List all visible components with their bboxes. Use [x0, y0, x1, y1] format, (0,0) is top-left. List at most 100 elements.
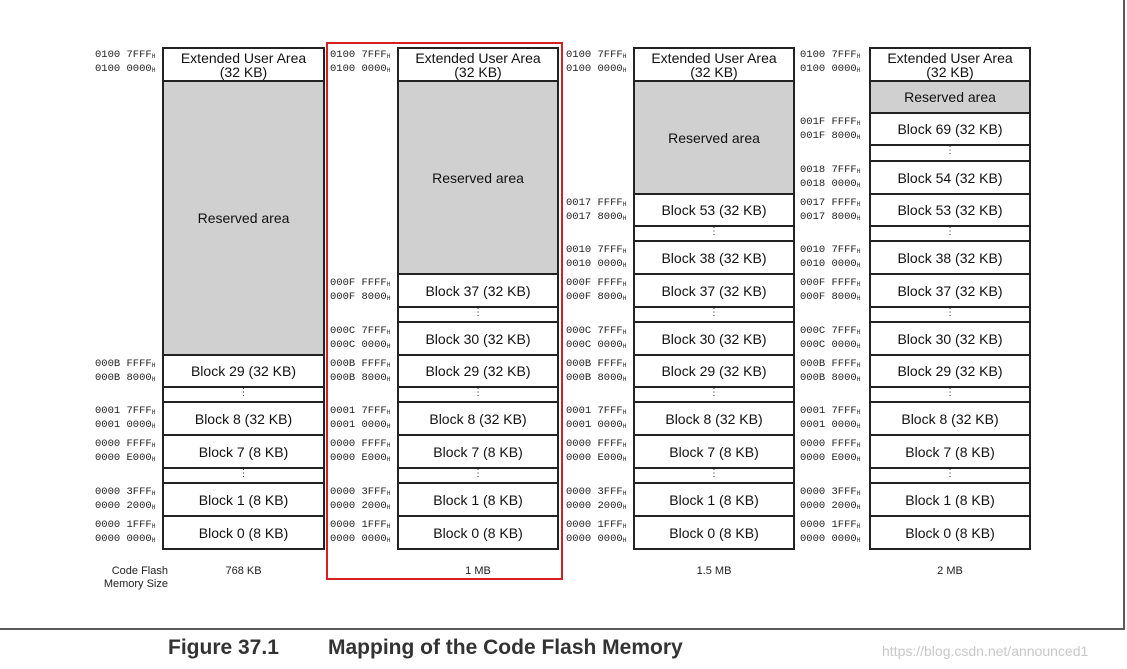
- block-label: Block 29 (32 KB): [190, 363, 297, 379]
- reserved-area-block: Reserved area: [397, 80, 559, 275]
- address-top: 0000 1FFFH: [566, 519, 627, 531]
- memory-block: Block 7 (8 KB): [869, 434, 1031, 469]
- address-top: 0000 FFFFH: [800, 438, 861, 450]
- block-label: Block 0 (8 KB): [669, 524, 759, 541]
- block-label: Block 54 (32 KB): [897, 169, 1003, 186]
- address-bottom: 000B 8000H: [95, 372, 156, 384]
- address-range: 0001 7FFFH 0001 0000H: [95, 405, 155, 433]
- block-label: Block 0 (8 KB): [433, 524, 523, 541]
- address-top: 0010 7FFFH: [800, 244, 861, 256]
- figure-frame: Code Flash Memory Size Extended User Are…: [0, 0, 1125, 630]
- address-top: 000C 7FFFH: [800, 325, 861, 337]
- block-label: Block 7 (8 KB): [198, 443, 289, 460]
- memory-block: Block 1 (8 KB): [633, 482, 795, 517]
- highlight-1mb-box: [326, 42, 563, 580]
- address-bottom: 0000 E000H: [330, 452, 391, 464]
- address-range: 0000 1FFFH 0000 0000H: [800, 519, 860, 547]
- address-bottom: 0001 0000H: [566, 419, 627, 431]
- address-range: 0010 7FFFH 0010 0000H: [800, 244, 860, 272]
- block-label: Block 53 (32 KB): [661, 202, 767, 218]
- memory-block: Block 53 (32 KB): [633, 193, 795, 227]
- reserved-area-block: Reserved area: [869, 80, 1031, 114]
- memory-block: Block 30 (32 KB): [633, 321, 795, 356]
- memory-block: Block 8 (32 KB): [397, 401, 559, 436]
- memory-block: Block 8 (32 KB): [869, 401, 1031, 436]
- address-top: 0000 3FFFH: [800, 486, 861, 498]
- address-top: 000F FFFFH: [330, 277, 391, 289]
- memory-block: Block 1 (8 KB): [162, 482, 325, 517]
- address-top: 0017 FFFFH: [566, 197, 627, 209]
- address-bottom: 000F 8000H: [330, 291, 391, 303]
- block-label: Block 1 (8 KB): [198, 491, 289, 508]
- block-label: Reserved area: [904, 89, 996, 105]
- block-label: Extended User Area (32 KB): [887, 49, 1013, 80]
- block-label: Extended User Area (32 KB): [651, 49, 777, 80]
- memory-block: Block 7 (8 KB): [633, 434, 795, 469]
- block-label: Block 1 (8 KB): [669, 491, 759, 508]
- memory-block: Block 38 (32 KB): [633, 240, 795, 275]
- address-bottom: 0100 0000H: [800, 63, 861, 75]
- memory-block: Block 8 (32 KB): [162, 401, 325, 436]
- figure-title: Mapping of the Code Flash Memory: [328, 636, 683, 659]
- memory-size-label: 1.5 MB: [696, 565, 732, 577]
- address-range: 0000 FFFFH 0000 E000H: [330, 438, 390, 466]
- address-top: 0000 3FFFH: [566, 486, 627, 498]
- address-bottom: 0100 0000H: [566, 63, 627, 75]
- address-bottom: 0000 0000H: [800, 533, 861, 545]
- address-bottom: 0017 8000H: [800, 211, 861, 223]
- address-bottom: 000C 0000H: [800, 339, 861, 351]
- address-top: 000B FFFFH: [800, 358, 861, 370]
- address-bottom: 0000 2000H: [330, 500, 391, 512]
- block-label: Reserved area: [432, 169, 524, 186]
- memory-block: Block 0 (8 KB): [869, 515, 1031, 550]
- block-label: Block 8 (32 KB): [901, 410, 999, 427]
- address-top: 0000 1FFFH: [800, 519, 861, 531]
- block-label: Block 29 (32 KB): [897, 363, 1003, 379]
- address-top: 0100 7FFFH: [800, 49, 861, 61]
- block-label: Block 69 (32 KB): [897, 121, 1003, 137]
- address-bottom: 0001 0000H: [95, 419, 156, 431]
- address-top: 000C 7FFFH: [330, 325, 391, 337]
- address-range: 000C 7FFFH 000C 0000H: [330, 325, 390, 353]
- address-top: 0000 3FFFH: [95, 486, 156, 498]
- address-bottom: 000B 8000H: [330, 372, 391, 384]
- block-label: Block 38 (32 KB): [661, 249, 767, 266]
- address-bottom: 000C 0000H: [566, 339, 627, 351]
- block-label: Block 53 (32 KB): [897, 202, 1003, 218]
- memory-block: Block 37 (32 KB): [869, 273, 1031, 308]
- address-bottom: 0100 0000H: [330, 63, 391, 75]
- block-label: ⋮: [709, 226, 719, 237]
- block-label: ⋮: [709, 387, 719, 398]
- block-label: ⋮: [945, 387, 955, 398]
- address-bottom: 0000 0000H: [330, 533, 391, 545]
- block-label: ⋮: [473, 468, 483, 479]
- address-bottom: 0000 E000H: [95, 452, 156, 464]
- address-top: 0000 FFFFH: [95, 438, 156, 450]
- block-label: ⋮: [945, 145, 955, 156]
- address-bottom: 0010 0000H: [800, 258, 861, 270]
- block-label: Block 0 (8 KB): [198, 524, 289, 541]
- figure-number: Figure 37.1: [168, 636, 279, 659]
- memory-block: Block 29 (32 KB): [869, 354, 1031, 388]
- block-label: ⋮: [945, 307, 955, 318]
- memory-block: Extended User Area (32 KB): [397, 47, 559, 82]
- memory-block: Block 30 (32 KB): [869, 321, 1031, 356]
- watermark: https://blog.csdn.net/announced1: [882, 643, 1089, 659]
- memory-block: Block 7 (8 KB): [162, 434, 325, 469]
- address-bottom: 000C 0000H: [330, 339, 391, 351]
- address-top: 0001 7FFFH: [95, 405, 156, 417]
- address-bottom: 000F 8000H: [800, 291, 861, 303]
- address-top: 0000 FFFFH: [330, 438, 391, 450]
- block-label: Block 7 (8 KB): [669, 443, 759, 460]
